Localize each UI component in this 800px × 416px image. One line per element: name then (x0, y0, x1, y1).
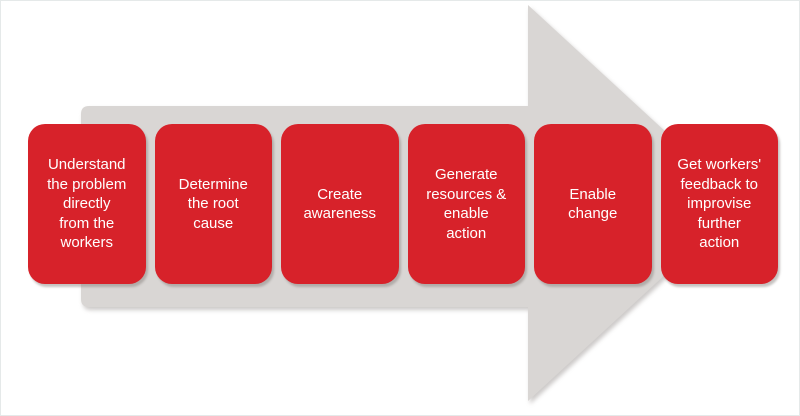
steps-row: Understand the problem directly from the… (28, 124, 778, 284)
step-label: Understand the problem directly from the… (47, 156, 127, 252)
step-label: Enable change (568, 185, 618, 223)
step-5: Enable change (534, 124, 652, 284)
step-label: Create awareness (303, 185, 377, 223)
step-6: Get workers' feedback to improvise furth… (660, 124, 778, 284)
step-label: Get workers' feedback to improvise furth… (677, 156, 762, 252)
step-label: Generate resources & enable action (426, 166, 507, 242)
step-1: Understand the problem directly from the… (28, 124, 146, 284)
step-3: Create awareness (281, 124, 399, 284)
step-4: Generate resources & enable action (407, 124, 525, 284)
step-2: Determine the root cause (154, 124, 272, 284)
step-label: Determine the root cause (178, 175, 248, 232)
